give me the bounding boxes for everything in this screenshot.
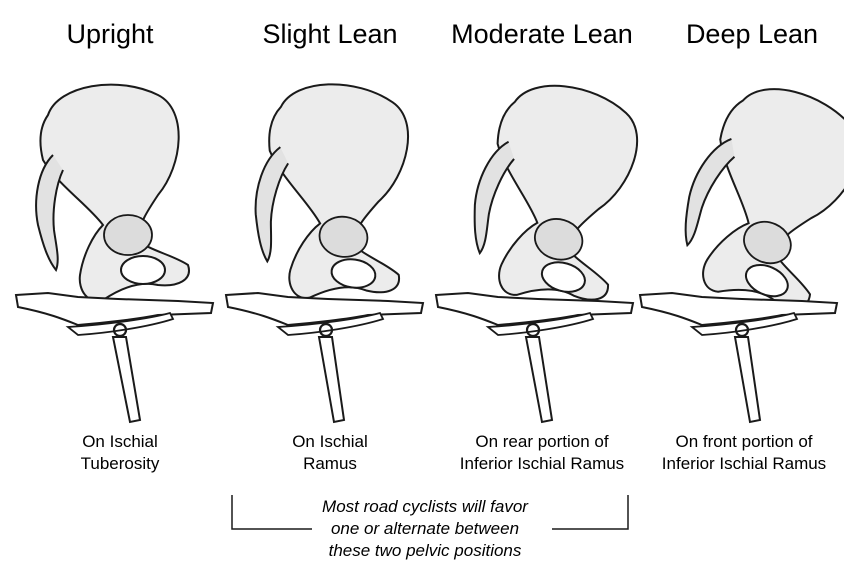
- caption-line: Ramus: [303, 454, 357, 473]
- pelvis-bone: [473, 84, 639, 301]
- caption-upright: On Ischial Tuberosity: [10, 431, 230, 475]
- pelvis-bone: [684, 88, 844, 309]
- note-line: one or alternate between: [330, 519, 520, 538]
- pelvis-saddle-illustration-moderate-lean: [434, 84, 639, 424]
- caption-line: On Ischial: [82, 432, 158, 451]
- panel-title-slight-lean: Slight Lean: [262, 19, 398, 49]
- caption-slight-lean: On Ischial Ramus: [220, 431, 440, 475]
- caption-line: Inferior Ischial Ramus: [661, 454, 827, 473]
- caption-moderate-lean: On rear portion of Inferior Ischial Ramu…: [432, 431, 652, 475]
- pelvis-saddle-illustration-upright: [14, 83, 215, 424]
- panel-title-moderate-lean: Moderate Lean: [451, 19, 633, 49]
- pelvis-saddle-illustration-deep-lean: [638, 88, 844, 424]
- caption-line: Tuberosity: [80, 454, 160, 473]
- panel-title-upright: Upright: [66, 19, 154, 49]
- saddle: [638, 291, 839, 424]
- saddle: [224, 291, 425, 424]
- pelvis-saddle-illustration-slight-lean: [224, 83, 425, 424]
- pelvis-bone: [254, 83, 409, 299]
- saddle: [14, 291, 215, 424]
- caption-deep-lean: On front portion of Inferior Ischial Ram…: [634, 431, 848, 475]
- pelvis-bone: [35, 83, 190, 302]
- caption-line: On rear portion of: [475, 432, 609, 451]
- caption-line: Inferior Ischial Ramus: [459, 454, 625, 473]
- grouping-note: Most road cyclists will favor one or alt…: [290, 496, 560, 562]
- caption-line: On front portion of: [675, 432, 813, 451]
- panel-title-deep-lean: Deep Lean: [685, 19, 819, 49]
- caption-line: On Ischial: [292, 432, 368, 451]
- saddle: [434, 291, 635, 424]
- note-line: Most road cyclists will favor: [322, 497, 528, 516]
- note-line: these two pelvic positions: [328, 541, 522, 560]
